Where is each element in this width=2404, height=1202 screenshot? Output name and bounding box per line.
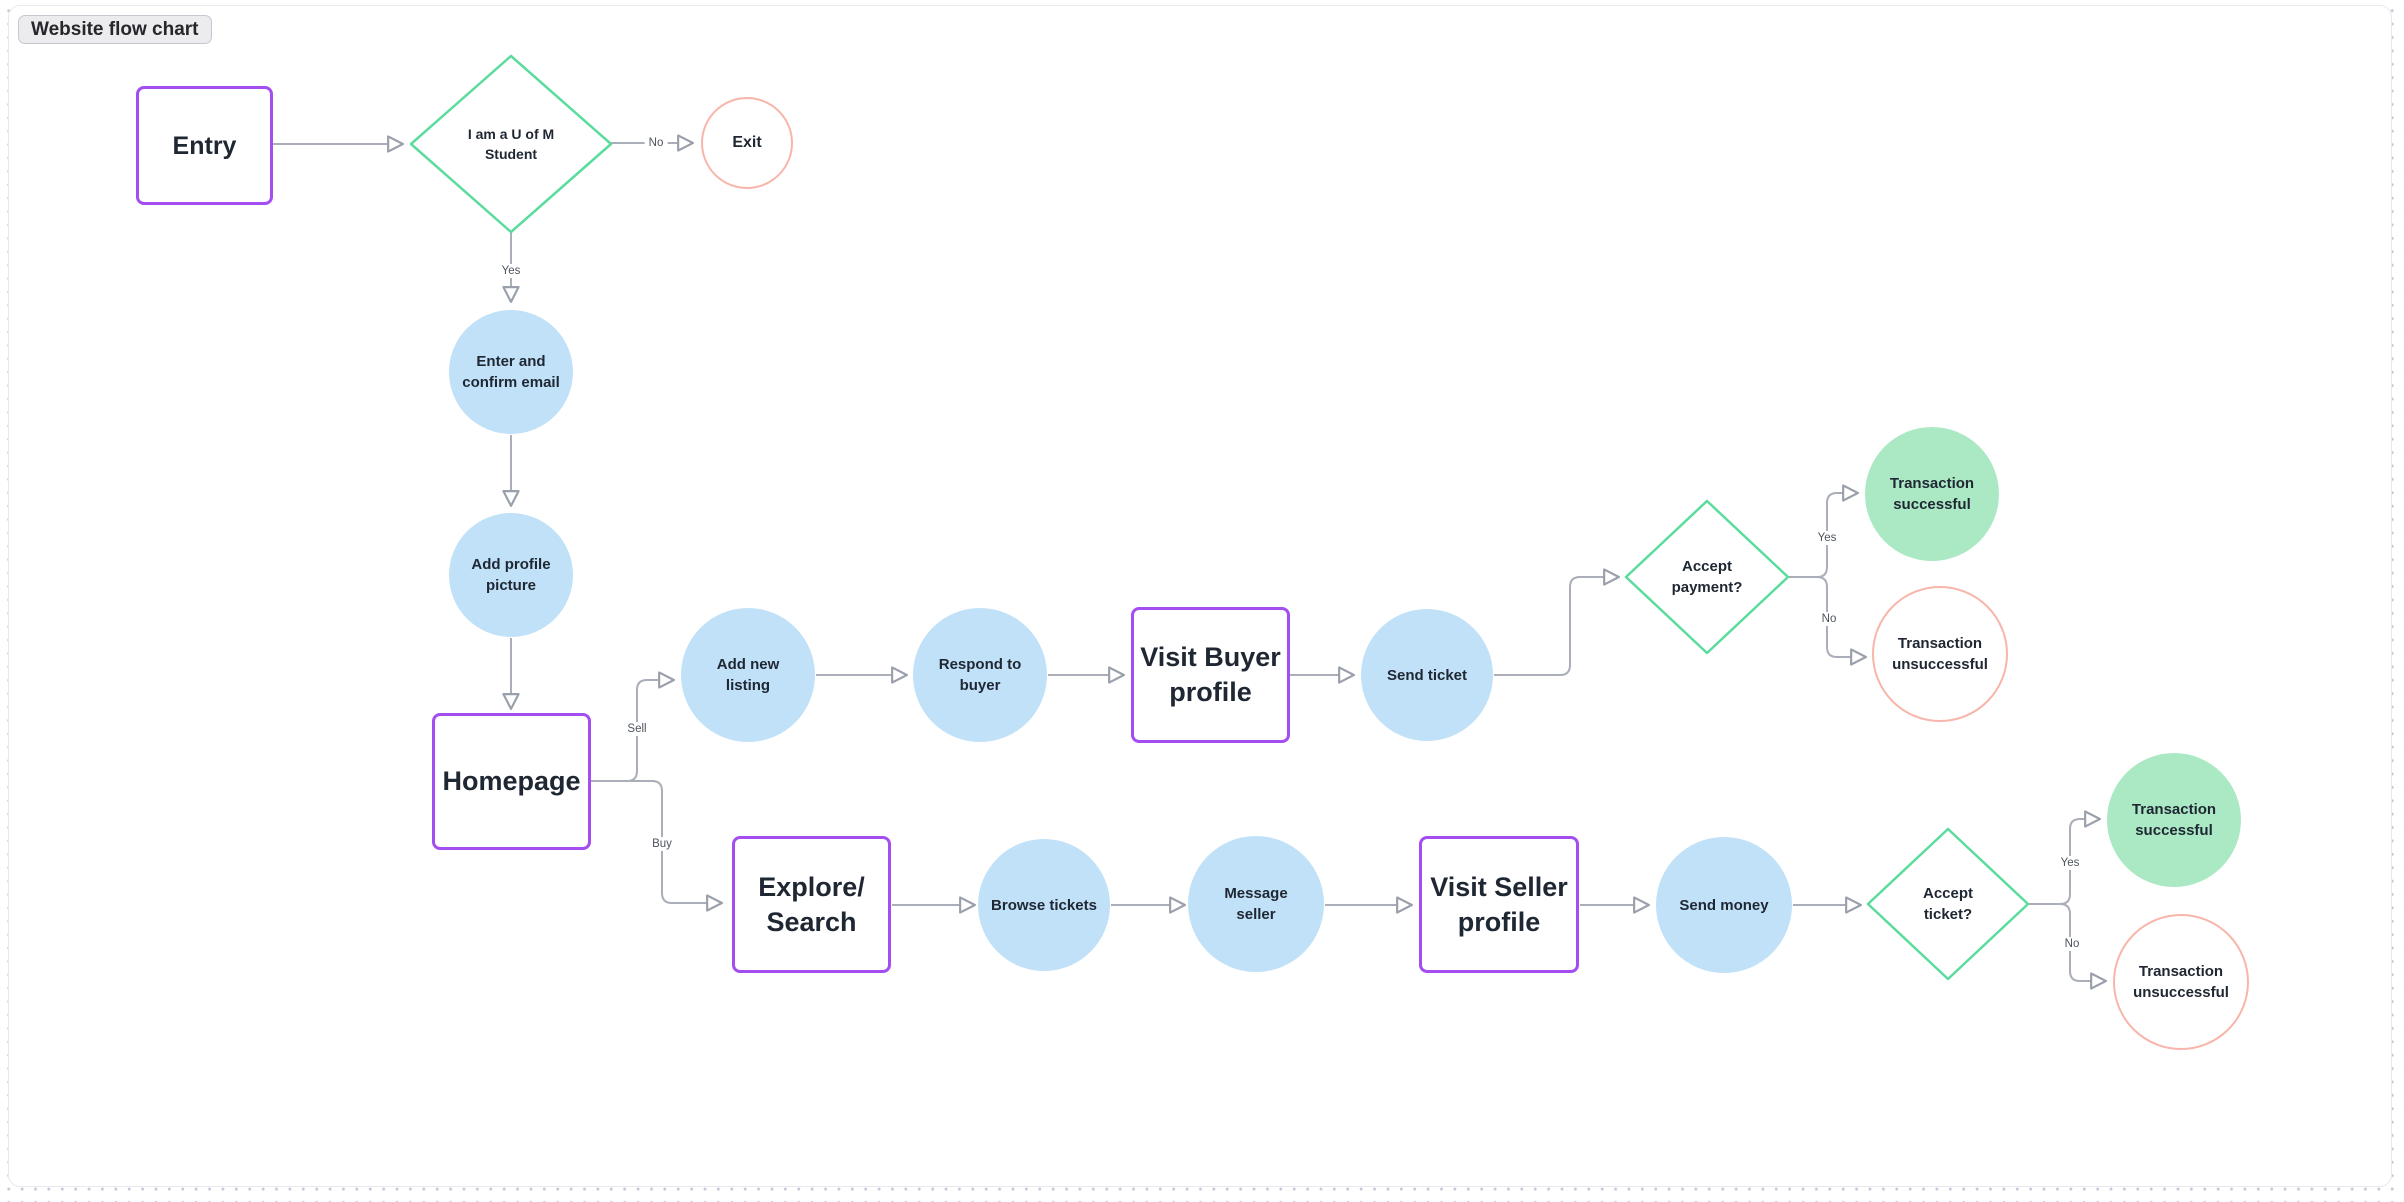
edge-label-no-payment[interactable]: No xyxy=(1817,612,1841,626)
node-confirm-email-line1: Enter and xyxy=(476,353,546,370)
node-transaction-unsuccessful-buy[interactable]: Transaction unsuccessful xyxy=(2113,914,2249,1050)
node-browse-tickets-label: Browse tickets xyxy=(991,896,1097,914)
node-visit-buyer-profile-line2: profile xyxy=(1169,677,1252,707)
connector-send-ticket-to-accept-payment[interactable] xyxy=(1494,568,1620,676)
node-send-money-label: Send money xyxy=(1679,896,1769,914)
node-add-profile-picture-line1: Add profile xyxy=(471,556,551,573)
node-entry[interactable]: Entry xyxy=(136,86,273,205)
node-homepage-label: Homepage xyxy=(442,766,581,796)
edge-label-buy[interactable]: Buy xyxy=(648,837,676,851)
node-uofm-student-line2: Student xyxy=(484,146,538,162)
node-send-money[interactable]: Send money xyxy=(1656,837,1792,973)
node-visit-seller-profile[interactable]: Visit Seller profile xyxy=(1419,836,1579,973)
diamond-accept-payment[interactable] xyxy=(1624,499,1790,655)
node-accept-payment-line2: payment? xyxy=(1671,579,1743,596)
node-transaction-successful-sell-line1: Transaction xyxy=(1889,475,1975,492)
node-visit-seller-profile-line1: Visit Seller xyxy=(1430,871,1568,902)
node-visit-buyer-profile[interactable]: Visit Buyer profile xyxy=(1131,607,1290,743)
node-transaction-successful-buy-line2: successful xyxy=(2135,822,2213,839)
edge-label-yes-payment[interactable]: Yes xyxy=(1813,531,1841,545)
node-send-ticket[interactable]: Send ticket xyxy=(1361,609,1493,741)
node-confirm-email-line2: confirm email xyxy=(462,374,560,391)
node-uofm-student-label: I am a U of M Student xyxy=(431,124,591,164)
node-transaction-unsuccessful-buy-line1: Transaction xyxy=(2138,963,2224,980)
node-transaction-unsuccessful-buy-line2: unsuccessful xyxy=(2133,984,2229,1001)
node-visit-seller-profile-line2: profile xyxy=(1457,906,1541,937)
node-add-new-listing[interactable]: Add new listing xyxy=(681,608,815,742)
node-transaction-successful-buy-line1: Transaction xyxy=(2131,801,2217,818)
edge-label-no-exit[interactable]: No xyxy=(644,136,668,150)
node-transaction-successful-buy[interactable]: Transaction successful xyxy=(2107,753,2241,887)
node-respond-to-buyer-line1: Respond to xyxy=(938,656,1022,673)
node-visit-buyer-profile-line1: Visit Buyer xyxy=(1140,642,1281,672)
node-message-seller[interactable]: Message seller xyxy=(1188,836,1324,972)
node-respond-to-buyer[interactable]: Respond to buyer xyxy=(913,608,1047,742)
node-explore-search[interactable]: Explore/ Search xyxy=(732,836,891,973)
node-accept-payment-label: Accept payment? xyxy=(1627,556,1787,598)
node-add-new-listing-line1: Add new xyxy=(716,656,780,673)
node-send-ticket-label: Send ticket xyxy=(1386,666,1468,684)
node-explore-search-line1: Explore/ xyxy=(758,871,865,902)
node-transaction-unsuccessful-sell-line2: unsuccessful xyxy=(1892,656,1988,673)
diamond-uofm-student[interactable] xyxy=(409,54,613,234)
edge-label-sell[interactable]: Sell xyxy=(623,722,651,736)
node-confirm-email[interactable]: Enter and confirm email xyxy=(449,310,573,434)
node-accept-ticket-label: Accept ticket? xyxy=(1868,883,2028,925)
edge-label-no-ticket[interactable]: No xyxy=(2060,937,2084,951)
node-transaction-unsuccessful-sell[interactable]: Transaction unsuccessful xyxy=(1872,586,2008,722)
node-accept-ticket-line1: Accept xyxy=(1922,885,1974,902)
node-homepage[interactable]: Homepage xyxy=(432,713,591,850)
node-transaction-successful-sell-line2: successful xyxy=(1893,496,1971,513)
node-entry-label: Entry xyxy=(172,131,237,160)
edge-label-yes-ticket[interactable]: Yes xyxy=(2056,856,2084,870)
node-transaction-successful-sell[interactable]: Transaction successful xyxy=(1865,427,1999,561)
frame-title-chip[interactable]: Website flow chart xyxy=(18,15,212,44)
node-exit-label: Exit xyxy=(732,134,762,151)
node-transaction-unsuccessful-sell-line1: Transaction xyxy=(1897,635,1983,652)
node-respond-to-buyer-line2: buyer xyxy=(959,677,1001,694)
diamond-accept-ticket[interactable] xyxy=(1866,827,2030,981)
node-uofm-student-line1: I am a U of M xyxy=(467,126,555,142)
flowchart-frame xyxy=(8,5,2392,1187)
frame-title: Website flow chart xyxy=(31,18,199,40)
node-accept-ticket-line2: ticket? xyxy=(1923,906,1973,923)
node-browse-tickets[interactable]: Browse tickets xyxy=(978,839,1110,971)
node-message-seller-line1: Message xyxy=(1224,885,1288,902)
node-message-seller-line2: seller xyxy=(1236,906,1276,923)
node-explore-search-line2: Search xyxy=(766,906,857,937)
edge-label-yes-email[interactable]: Yes xyxy=(497,264,525,278)
node-add-profile-picture-line2: picture xyxy=(485,577,536,594)
node-add-new-listing-line2: listing xyxy=(725,677,771,694)
node-add-profile-picture[interactable]: Add profile picture xyxy=(449,513,573,637)
node-accept-payment-line1: Accept xyxy=(1681,558,1733,575)
node-exit[interactable]: Exit xyxy=(701,97,793,189)
